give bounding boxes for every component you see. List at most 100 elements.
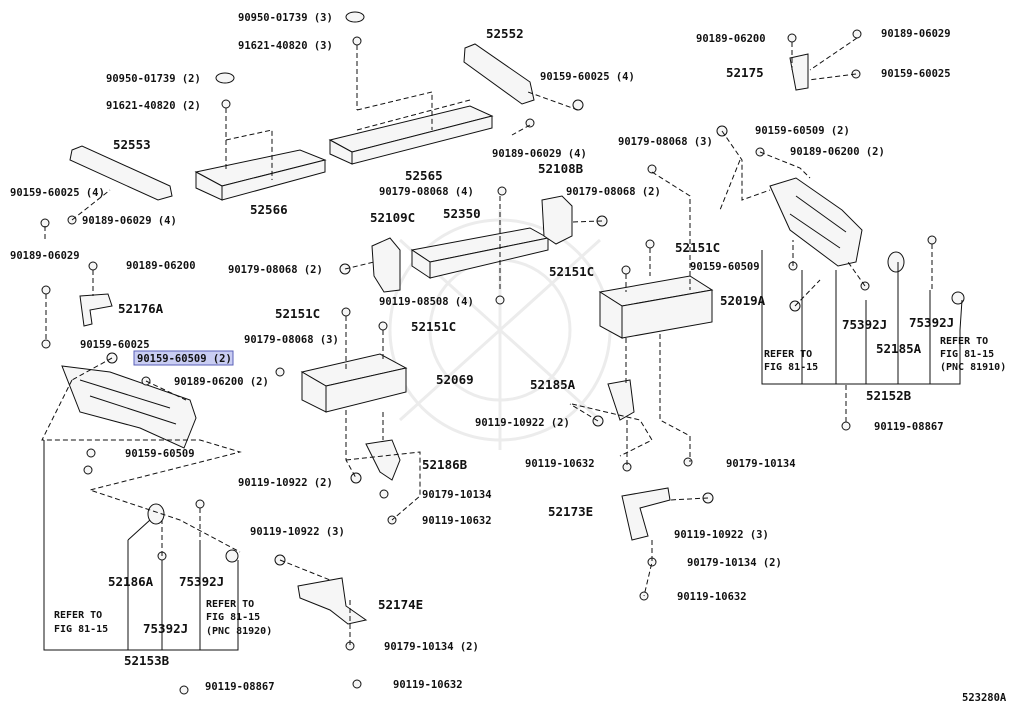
label-90159-60025-4-b[interactable]: 90159-60025 (4) xyxy=(540,71,635,83)
label-52151C-a[interactable]: 52151C xyxy=(275,306,320,321)
label-52152B[interactable]: 52152B xyxy=(866,388,912,403)
label-90119-08508-4[interactable]: 90119-08508 (4) xyxy=(379,296,474,308)
part-52176A-shape[interactable] xyxy=(79,293,113,327)
label-90119-10632-c[interactable]: 90119-10632 xyxy=(525,458,595,470)
label-90159-60509-left[interactable]: 90159-60509 xyxy=(125,448,195,460)
label-90159-60509-mid[interactable]: 90159-60509 xyxy=(690,261,760,273)
note-refer-to-right-1: REFER TO xyxy=(764,349,812,360)
highlight-box xyxy=(133,350,234,366)
label-52566[interactable]: 52566 xyxy=(250,202,288,217)
label-90950-01739-2[interactable]: 90950-01739 (2) xyxy=(106,73,201,85)
label-52552[interactable]: 52552 xyxy=(486,26,524,41)
label-90189-06200-top-right[interactable]: 90189-06200 xyxy=(696,33,766,45)
part-52152B-shape[interactable] xyxy=(769,177,863,267)
note-fig-right-2[interactable]: FIG 81-15 xyxy=(940,349,994,360)
label-90950-01739-3[interactable]: 90950-01739 (3) xyxy=(238,12,333,24)
label-52108B[interactable]: 52108B xyxy=(538,161,584,176)
label-52185A-right[interactable]: 52185A xyxy=(876,341,922,356)
label-75392J-right-1[interactable]: 75392J xyxy=(842,317,887,332)
note-refer-to-right-2: REFER TO xyxy=(940,336,988,347)
part-75392J-l-shape[interactable] xyxy=(225,549,239,563)
label-91621-40820-2[interactable]: 91621-40820 (2) xyxy=(106,100,201,112)
label-52175[interactable]: 52175 xyxy=(726,65,764,80)
cap-90950-01739-2-shape[interactable] xyxy=(215,72,235,84)
label-90119-10922-3-a[interactable]: 90119-10922 (3) xyxy=(250,526,345,538)
label-90179-10134-a[interactable]: 90179-10134 xyxy=(422,489,492,501)
part-52109C-shape[interactable] xyxy=(371,237,401,293)
part-52553-shape[interactable] xyxy=(69,145,173,201)
label-90179-08068-3-b[interactable]: 90179-08068 (3) xyxy=(244,334,339,346)
cap-90950-01739-3-shape[interactable] xyxy=(345,11,365,23)
label-90159-60509-2-right[interactable]: 90159-60509 (2) xyxy=(755,125,850,137)
note-refer-to-left-2: REFER TO xyxy=(206,599,254,610)
part-52108B-shape[interactable] xyxy=(541,195,573,245)
label-90179-10134-b[interactable]: 90179-10134 xyxy=(726,458,796,470)
label-90159-60509-2-highlighted[interactable]: 90159-60509 (2) xyxy=(137,353,232,365)
label-52553[interactable]: 52553 xyxy=(113,137,151,152)
label-90179-10134-2-a[interactable]: 90179-10134 (2) xyxy=(384,641,479,653)
label-90119-10632-b[interactable]: 90119-10632 xyxy=(393,679,463,691)
part-52186B-shape[interactable] xyxy=(365,439,401,481)
label-90179-08068-4[interactable]: 90179-08068 (4) xyxy=(379,186,474,198)
label-90119-10922-3-b[interactable]: 90119-10922 (3) xyxy=(674,529,769,541)
label-90159-60025-top-right[interactable]: 90159-60025 xyxy=(881,68,951,80)
label-90189-06029-4-b[interactable]: 90189-06029 (4) xyxy=(492,148,587,160)
part-shapes xyxy=(61,11,965,625)
label-90119-10632-d[interactable]: 90119-10632 xyxy=(677,591,747,603)
label-52185B[interactable]: 52185A xyxy=(530,377,576,392)
label-52350[interactable]: 52350 xyxy=(443,206,481,221)
note-pnc-left-2: (PNC 81920) xyxy=(206,626,272,637)
label-90179-10134-2-b[interactable]: 90179-10134 (2) xyxy=(687,557,782,569)
label-52153B[interactable]: 52153B xyxy=(124,653,170,668)
label-90189-06200-2-left[interactable]: 90189-06200 (2) xyxy=(174,376,269,388)
part-52185B-shape[interactable] xyxy=(607,379,635,421)
label-90119-08867-left[interactable]: 90119-08867 xyxy=(205,681,275,693)
label-90189-06200-left[interactable]: 90189-06200 xyxy=(126,260,196,272)
label-75392J-left-1[interactable]: 75392J xyxy=(179,574,224,589)
label-52151C-c[interactable]: 52151C xyxy=(675,240,720,255)
note-refer-to-left-1: REFER TO xyxy=(54,610,102,621)
part-75392J-r-shape[interactable] xyxy=(951,291,965,305)
label-90189-06029-left[interactable]: 90189-06029 xyxy=(10,250,80,262)
labels: 90950-01739 (3) 91621-40820 (3) 90950-01… xyxy=(10,12,1007,704)
part-52173E-shape[interactable] xyxy=(621,487,671,541)
leader-lines xyxy=(41,37,933,646)
label-90179-08068-2-a[interactable]: 90179-08068 (2) xyxy=(566,186,661,198)
label-52186B[interactable]: 52186B xyxy=(422,457,468,472)
part-52186A-shape[interactable] xyxy=(147,503,165,525)
label-90119-10922-2-b[interactable]: 90119-10922 (2) xyxy=(475,417,570,429)
label-52186A[interactable]: 52186A xyxy=(108,574,154,589)
part-52175-shape[interactable] xyxy=(789,53,809,91)
part-52174E-shape[interactable] xyxy=(297,577,368,625)
note-fig-left-1[interactable]: FIG 81-15 xyxy=(54,624,108,635)
label-52174E[interactable]: 52174E xyxy=(378,597,423,612)
label-90119-10922-2-a[interactable]: 90119-10922 (2) xyxy=(238,477,333,489)
label-52151C-b[interactable]: 52151C xyxy=(411,319,456,334)
note-fig-left-2[interactable]: FIG 81-15 xyxy=(206,612,260,623)
label-90159-60025-left[interactable]: 90159-60025 xyxy=(80,339,150,351)
label-52176A[interactable]: 52176A xyxy=(118,301,164,316)
label-52019A[interactable]: 52019A xyxy=(720,293,766,308)
label-90119-10632-a[interactable]: 90119-10632 xyxy=(422,515,492,527)
label-90189-06029-4-a[interactable]: 90189-06029 (4) xyxy=(82,215,177,227)
label-52151C-d[interactable]: 52151C xyxy=(549,264,594,279)
part-52153B-shape[interactable] xyxy=(61,365,197,449)
label-90159-60025-4-a[interactable]: 90159-60025 (4) xyxy=(10,187,105,199)
label-90179-08068-3-a[interactable]: 90179-08068 (3) xyxy=(618,136,713,148)
label-75392J-left-2[interactable]: 75392J xyxy=(143,621,188,636)
part-52552-shape[interactable] xyxy=(463,43,535,105)
label-52565[interactable]: 52565 xyxy=(405,168,443,183)
fastener-markers xyxy=(40,29,937,695)
label-52109C[interactable]: 52109C xyxy=(370,210,415,225)
label-52069[interactable]: 52069 xyxy=(436,372,474,387)
label-90189-06029-top-right[interactable]: 90189-06029 xyxy=(881,28,951,40)
label-90189-06200-2-right[interactable]: 90189-06200 (2) xyxy=(790,146,885,158)
label-52173E[interactable]: 52173E xyxy=(548,504,593,519)
note-fig-right-1[interactable]: FIG 81-15 xyxy=(764,362,818,373)
part-52185A-shape[interactable] xyxy=(887,251,905,273)
label-91621-40820-3[interactable]: 91621-40820 (3) xyxy=(238,40,333,52)
label-75392J-right-2[interactable]: 75392J xyxy=(909,315,954,330)
label-90179-08068-2-b[interactable]: 90179-08068 (2) xyxy=(228,264,323,276)
label-90119-08867-right[interactable]: 90119-08867 xyxy=(874,421,944,433)
